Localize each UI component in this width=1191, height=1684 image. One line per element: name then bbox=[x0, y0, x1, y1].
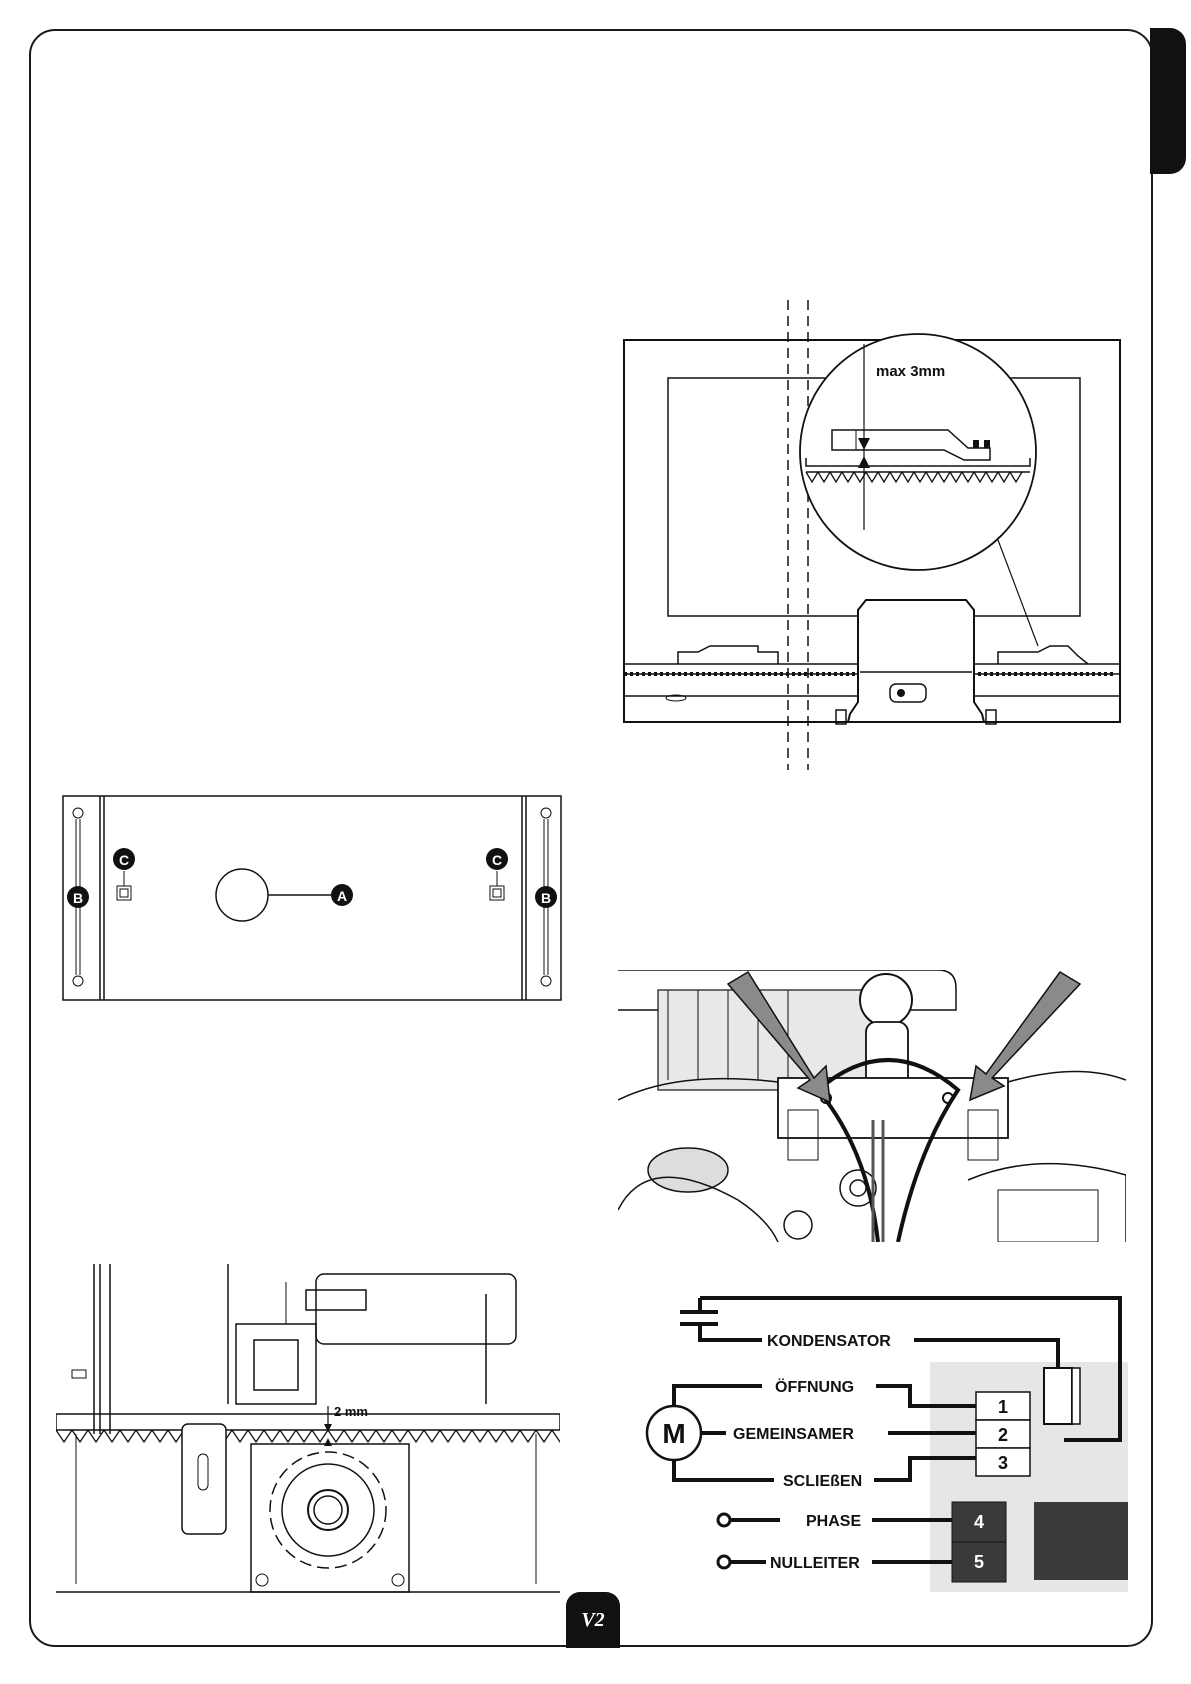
label-b-left: B bbox=[73, 890, 83, 906]
terminal-4: 4 bbox=[974, 1512, 984, 1532]
terminal-5: 5 bbox=[974, 1552, 984, 1572]
capacitor-label: KONDENSATOR bbox=[767, 1333, 891, 1350]
wiring-diagram-figure: KONDENSATOR M ÖFFNUNG GEMEINSAMER SCLIEß… bbox=[640, 1290, 1128, 1620]
motor-wiring-photo-figure bbox=[618, 970, 1126, 1242]
terminal-2: 2 bbox=[998, 1425, 1008, 1445]
section-tab bbox=[1150, 28, 1186, 174]
phase-label: PHASE bbox=[806, 1513, 861, 1530]
label-c-right: C bbox=[492, 852, 502, 868]
common-label: GEMEINSAMER bbox=[733, 1426, 854, 1443]
neutral-label: NULLEITER bbox=[770, 1555, 860, 1572]
brand-logo: V2 bbox=[566, 1592, 620, 1648]
gate-alignment-figure: max 3mm bbox=[618, 300, 1128, 770]
opening-label: ÖFFNUNG bbox=[775, 1377, 854, 1396]
pinion-gap-label: 2 mm bbox=[334, 1404, 368, 1419]
label-b-right: B bbox=[541, 890, 551, 906]
motor-label: M bbox=[662, 1418, 685, 1449]
closing-label: SCLIEßEN bbox=[783, 1473, 862, 1490]
terminal-1: 1 bbox=[998, 1397, 1008, 1417]
gap-label: max 3mm bbox=[876, 363, 945, 380]
base-plate-figure: A B B C C bbox=[62, 795, 562, 1001]
pinion-rack-figure: 2 mm bbox=[56, 1264, 560, 1594]
terminal-3: 3 bbox=[998, 1453, 1008, 1473]
label-c-left: C bbox=[119, 852, 129, 868]
label-a: A bbox=[337, 888, 347, 904]
